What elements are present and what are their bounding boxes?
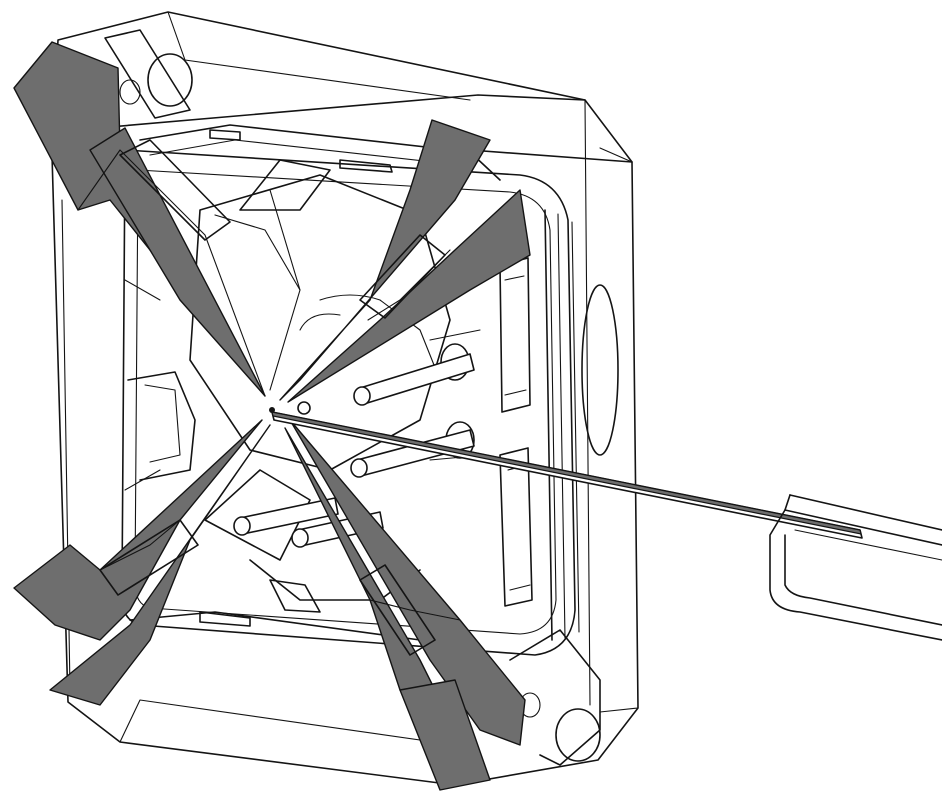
rail-slot-lower bbox=[499, 447, 533, 607]
top-left-screw-body bbox=[104, 29, 191, 119]
blade-ll-mount bbox=[99, 519, 199, 596]
rod-housing-curve-2 bbox=[299, 313, 341, 331]
housing-front-edge bbox=[97, 94, 586, 129]
blade-lr-edge bbox=[369, 599, 461, 621]
needle-shaft-shadow bbox=[271, 411, 862, 535]
holder-top-edge-2 bbox=[784, 509, 942, 546]
housing-right-face-edge bbox=[584, 99, 591, 706]
top-tab-1 bbox=[209, 129, 241, 141]
electrode-body-edge-1 bbox=[214, 214, 301, 291]
electrode-body bbox=[189, 159, 486, 613]
inner-recess bbox=[121, 124, 580, 661]
rail-slot-upper bbox=[499, 257, 531, 413]
housing-block bbox=[51, 11, 639, 786]
blade-upper-left-inner bbox=[89, 127, 266, 397]
rod-housing-curve bbox=[319, 294, 441, 381]
housing-bottom-bevel bbox=[119, 699, 456, 786]
bottom-right-screw-body bbox=[509, 629, 601, 766]
blade-outlines bbox=[77, 139, 461, 656]
blade-ul-edge bbox=[77, 149, 266, 397]
holder-top-edge bbox=[789, 494, 942, 531]
blade-lower-right-tip bbox=[399, 679, 491, 791]
needle-holder bbox=[769, 494, 942, 641]
trap-center-ring bbox=[297, 401, 311, 415]
holder-channel-outer bbox=[769, 494, 942, 641]
housing-top-bevel bbox=[167, 11, 471, 101]
upper-wedge bbox=[239, 159, 331, 211]
side-boss bbox=[581, 284, 619, 456]
holder-channel-floor bbox=[794, 529, 942, 561]
rod-upper-end bbox=[353, 386, 371, 406]
rod-middle-end bbox=[350, 458, 368, 478]
left-guides bbox=[124, 279, 161, 491]
blade-ll-edge bbox=[99, 519, 181, 571]
top-rail bbox=[139, 124, 501, 181]
blade-upper-right-2 bbox=[287, 189, 531, 403]
blade-lr-mount bbox=[359, 564, 436, 656]
rod-lower-left-end bbox=[233, 516, 251, 536]
rod-upper bbox=[359, 353, 475, 405]
top-tab-2 bbox=[339, 159, 393, 173]
blade-ul-mount bbox=[119, 139, 231, 241]
electrode-body-ridge bbox=[269, 189, 301, 391]
bottom-tab bbox=[199, 611, 251, 627]
recess-inner-frame bbox=[134, 169, 557, 635]
housing-chamfer-top bbox=[599, 147, 633, 163]
top-left-screw-head bbox=[147, 53, 193, 107]
corner-screws bbox=[104, 29, 619, 766]
housing-chamfer-bottom bbox=[599, 707, 639, 713]
blade-ur-mount bbox=[359, 234, 446, 319]
right-rail-2 bbox=[557, 213, 566, 639]
housing-outline bbox=[51, 11, 639, 786]
electrode-body-outline bbox=[189, 174, 451, 471]
rail-slot-details bbox=[504, 275, 531, 591]
rod-lower-right-end bbox=[291, 528, 309, 548]
lower-mount-block bbox=[269, 579, 321, 613]
right-rail-3 bbox=[571, 221, 580, 633]
blade-upper-right bbox=[279, 119, 491, 401]
top-left-screw-detail bbox=[119, 79, 141, 105]
blade-electrodes bbox=[13, 41, 531, 791]
left-block bbox=[127, 371, 196, 481]
needle-probe bbox=[271, 411, 863, 539]
left-block-face bbox=[144, 384, 181, 463]
holder-channel-inner bbox=[784, 534, 942, 626]
housing-top-ledge bbox=[469, 149, 633, 163]
blade-lower-left-2 bbox=[49, 424, 271, 706]
right-rail-1 bbox=[544, 209, 553, 641]
lower-wedge bbox=[204, 469, 311, 561]
bottom-right-screw-head bbox=[555, 708, 601, 762]
